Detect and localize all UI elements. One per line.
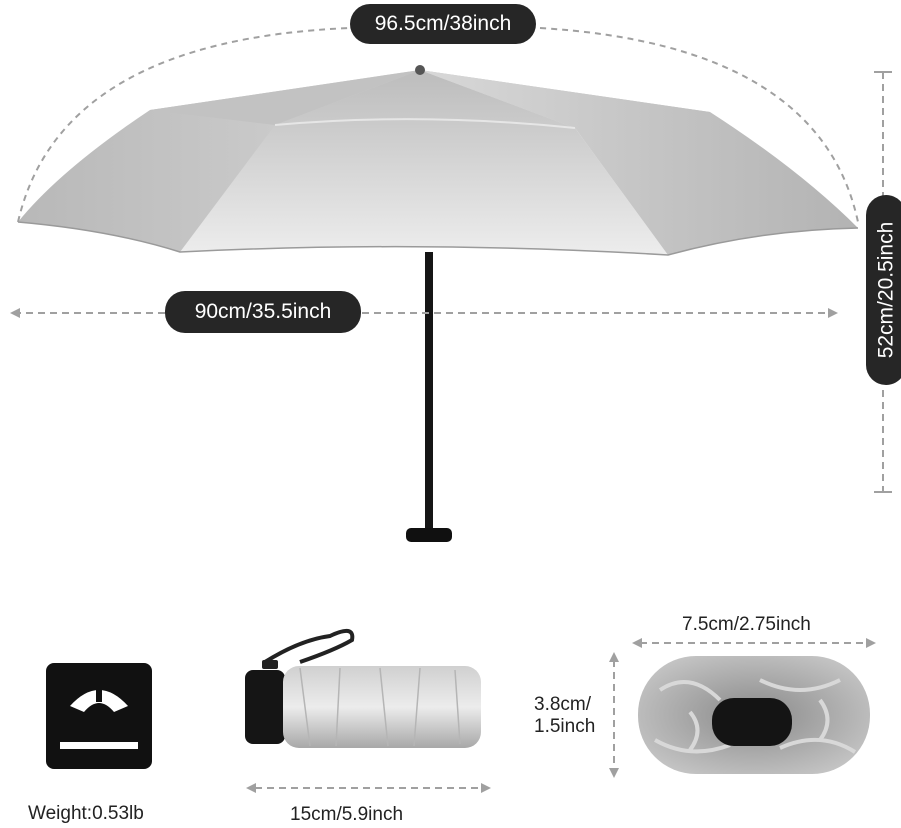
folded-diameter-label: 7.5cm/2.75inch bbox=[682, 614, 811, 635]
folded-umbrella bbox=[245, 628, 481, 748]
weight-scale-icon bbox=[46, 663, 152, 769]
height-label: 52cm/20.5inch bbox=[866, 195, 901, 385]
folded-thickness-line1: 3.8cm/ bbox=[534, 694, 592, 715]
open-width-label: 90cm/35.5inch bbox=[165, 291, 361, 333]
umbrella-shaft bbox=[425, 252, 433, 534]
folded-thickness-label: 3.8cm/ 1.5inch bbox=[534, 694, 595, 738]
umbrella-canopy bbox=[17, 65, 859, 256]
height-label-text: 52cm/20.5inch bbox=[874, 221, 897, 359]
weight-label: Weight:0.53lb bbox=[28, 803, 144, 824]
folded-thickness-line2: 1.5inch bbox=[534, 715, 596, 737]
umbrella-handle bbox=[406, 528, 452, 542]
arc-span-label: 96.5cm/38inch bbox=[350, 4, 536, 44]
arc-dimension-line bbox=[17, 27, 351, 223]
folded-length-label: 15cm/5.9inch bbox=[290, 804, 404, 825]
folded-cross-section bbox=[638, 656, 870, 774]
